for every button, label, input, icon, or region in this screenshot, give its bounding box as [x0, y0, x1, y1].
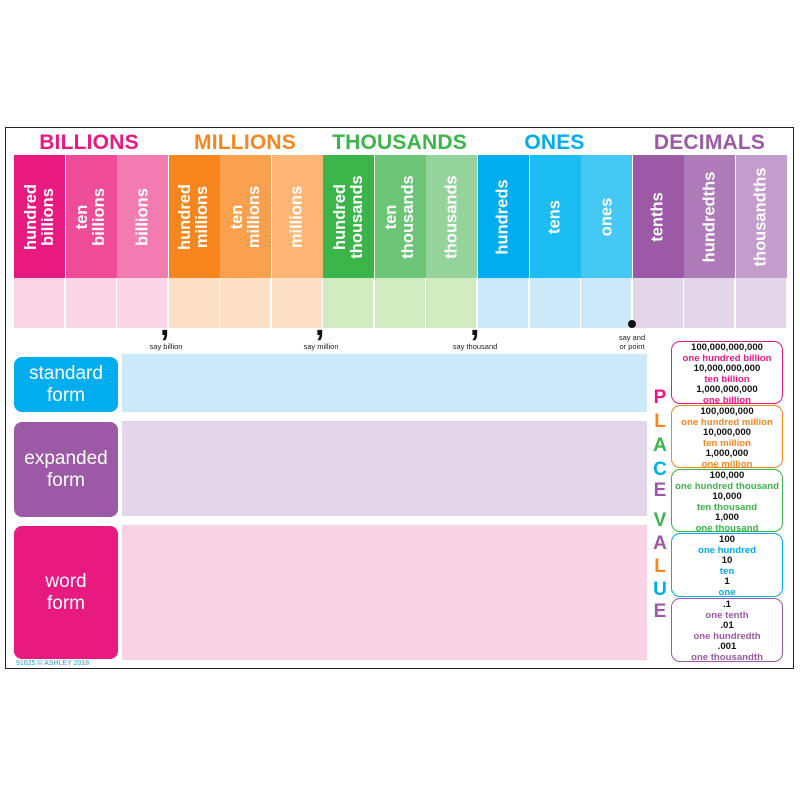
- column-ten-millions: ten millions: [220, 155, 272, 278]
- group-title-millions: MILLIONS: [194, 131, 296, 154]
- column-label: hundredths: [700, 171, 719, 262]
- place-value-letter: A: [653, 435, 667, 456]
- group-title-ones: ONES: [524, 131, 585, 154]
- column-label: ten billions: [73, 187, 109, 246]
- say-point-label: say and or point: [618, 333, 646, 351]
- word-form-area[interactable]: [122, 525, 647, 660]
- digit-cell-ten-billions[interactable]: [65, 278, 117, 328]
- column-millions: millions: [271, 155, 323, 278]
- copyright-text: 91025 © ASHLEY 2018: [16, 660, 90, 667]
- column-label: hundred billions: [21, 183, 57, 250]
- column-hundredths: hundredths: [684, 155, 736, 278]
- key-millions: 100,000,000 one hundred million 10,000,0…: [671, 405, 783, 469]
- billion-comma: ,: [160, 305, 170, 343]
- column-tenths: tenths: [632, 155, 684, 278]
- group-title-decimals: DECIMALS: [653, 131, 766, 154]
- place-value-letter: L: [654, 556, 666, 577]
- place-value-letter: P: [653, 387, 667, 408]
- column-label: hundred thousands: [330, 174, 366, 259]
- column-ten-billions: ten billions: [65, 155, 117, 278]
- column-thousandths: thousandths: [735, 155, 787, 278]
- digit-cell-hundredths[interactable]: [684, 278, 736, 328]
- key-decimals: .1 one tenth .01 one hundredth .001 one …: [671, 598, 783, 662]
- place-value-letter: U: [653, 579, 667, 600]
- place-value-letter: E: [653, 480, 667, 501]
- key-ones: 100 one hundred 10 ten 1 one: [671, 533, 783, 597]
- column-label: ten millions: [227, 185, 263, 248]
- expanded-form-label: expanded form: [14, 422, 118, 517]
- place-value-letter: C: [653, 459, 667, 480]
- say-billion-label: say billion: [149, 342, 183, 351]
- column-hundreds: hundreds: [477, 155, 529, 278]
- place-value-letter: E: [653, 601, 667, 622]
- standard-form-label: standard form: [14, 357, 118, 412]
- column-label: ones: [597, 197, 616, 236]
- digit-cell-tenths[interactable]: [632, 278, 684, 328]
- column-ones: ones: [581, 155, 633, 278]
- group-title-billions: BILLIONS: [39, 131, 139, 154]
- column-hundred-billions: hundred billions: [14, 155, 65, 278]
- key-billions: 100,000,000,000 one hundred billion 10,0…: [671, 341, 783, 405]
- column-label: hundreds: [493, 178, 512, 255]
- expanded-form-area[interactable]: [122, 421, 647, 516]
- standard-form-area[interactable]: [122, 354, 647, 412]
- column-label: millions: [287, 185, 306, 248]
- place-value-letter: A: [653, 533, 667, 554]
- digit-cell-billions[interactable]: [117, 278, 169, 328]
- digit-cell-ten-thousands[interactable]: [374, 278, 426, 328]
- column-label: thousands: [442, 174, 461, 259]
- digit-cell-thousands[interactable]: [426, 278, 478, 328]
- place-value-letter: L: [654, 411, 666, 432]
- column-hundred-millions: hundred millions: [168, 155, 220, 278]
- digit-cell-ten-millions[interactable]: [220, 278, 272, 328]
- key-thousands: 100,000 one hundred thousand 10,000 ten …: [671, 469, 783, 533]
- place-value-letter: V: [653, 510, 667, 531]
- group-title-thousands: THOUSANDS: [332, 131, 467, 154]
- million-comma: ,: [315, 305, 325, 343]
- digit-cell-hundred-thousands[interactable]: [323, 278, 375, 328]
- digit-cell-millions[interactable]: [271, 278, 323, 328]
- digit-cell-hundred-billions[interactable]: [14, 278, 65, 328]
- say-million-label: say million: [303, 342, 339, 351]
- column-thousands: thousands: [426, 155, 478, 278]
- column-label: tenths: [648, 191, 667, 242]
- digit-cell-hundreds[interactable]: [477, 278, 529, 328]
- column-tens: tens: [529, 155, 581, 278]
- digit-cell-thousandths[interactable]: [735, 278, 787, 328]
- column-billions: billions: [117, 155, 169, 278]
- column-ten-thousands: ten thousands: [374, 155, 426, 278]
- column-label: tens: [545, 199, 564, 234]
- say-thousand-label: say thousand: [452, 342, 498, 351]
- column-label: ten thousands: [382, 174, 418, 259]
- word-form-label: word form: [14, 526, 118, 659]
- decimal-point-dot: [628, 320, 636, 328]
- digit-cell-ones[interactable]: [581, 278, 633, 328]
- place-value-strip: [649, 384, 671, 621]
- thousand-comma: ,: [470, 305, 480, 343]
- column-label: billions: [133, 187, 152, 246]
- column-hundred-thousands: hundred thousands: [323, 155, 375, 278]
- column-label: thousandths: [751, 167, 770, 266]
- digit-cell-tens[interactable]: [529, 278, 581, 328]
- column-label: hundred millions: [176, 183, 212, 250]
- digit-cell-hundred-millions[interactable]: [168, 278, 220, 328]
